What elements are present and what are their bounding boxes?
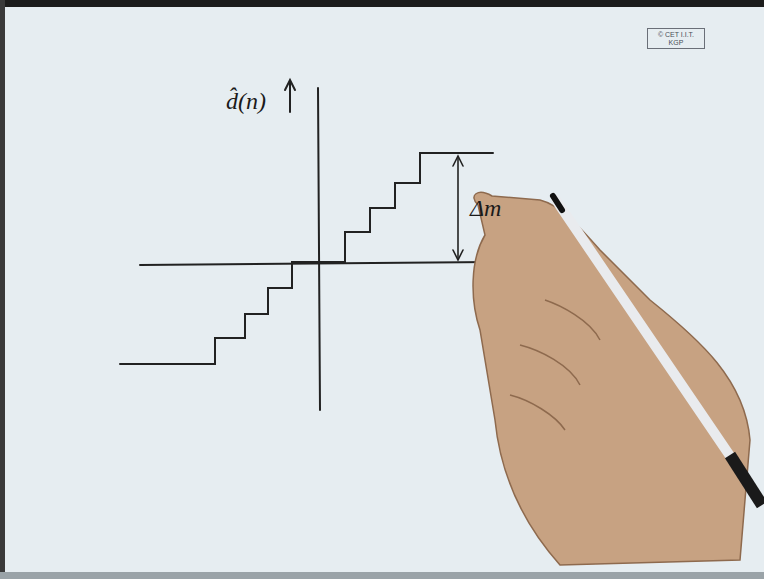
board-frame bbox=[0, 0, 764, 7]
axis-arrow bbox=[285, 80, 295, 90]
hand-fingers bbox=[510, 300, 600, 430]
board-frame bbox=[0, 0, 5, 579]
dimension-arrow bbox=[453, 250, 463, 260]
vertical-axis bbox=[318, 88, 320, 410]
copyright-stamp: © CET I.I.T. KGP bbox=[647, 28, 705, 49]
stamp-text: © CET I.I.T. KGP bbox=[651, 31, 701, 46]
hand bbox=[473, 193, 750, 565]
staircase-curve bbox=[120, 153, 493, 364]
axis-arrow bbox=[289, 82, 291, 112]
marker-cap bbox=[730, 455, 762, 505]
marker-tip bbox=[553, 196, 562, 210]
dimension-arrow bbox=[453, 156, 463, 166]
axis-label: Δm bbox=[470, 195, 501, 222]
board-frame bbox=[0, 572, 764, 579]
axis-label: d̂(n) bbox=[226, 88, 266, 115]
marker-pen bbox=[556, 200, 760, 500]
dimension-arrow bbox=[457, 157, 459, 258]
